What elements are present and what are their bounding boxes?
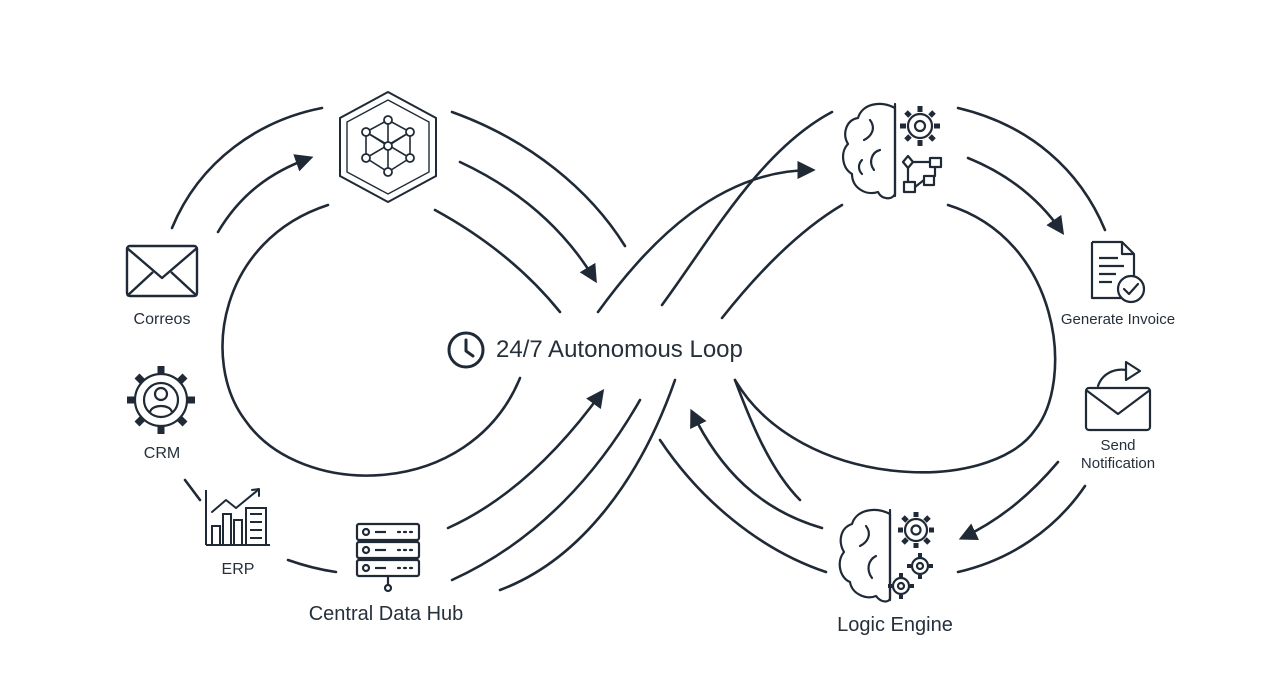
right-inner-loop bbox=[733, 203, 1057, 474]
strand-ai-to-center-c bbox=[433, 208, 562, 314]
strand-center-to-brain-b bbox=[660, 110, 834, 307]
send-notification-label-line2: Notification bbox=[1080, 455, 1156, 472]
neural-network-icon bbox=[339, 90, 437, 204]
send-notification-label: Send Notification bbox=[1058, 437, 1178, 473]
strand-hub-to-center-c bbox=[498, 378, 677, 592]
invoice-check-icon bbox=[1090, 240, 1146, 304]
send-mail-icon bbox=[1084, 360, 1152, 432]
right-outer-arc-top bbox=[956, 106, 1107, 232]
central-data-hub-label: Central Data Hub bbox=[308, 603, 464, 625]
center-title-text: 24/7 Autonomous Loop bbox=[496, 336, 743, 363]
building-chart-icon bbox=[205, 488, 270, 546]
right-outer-arc-bottom-arrow bbox=[958, 460, 1060, 540]
strand-logic-to-center-b bbox=[658, 438, 828, 574]
right-outer-arc-top-arrow bbox=[966, 156, 1065, 235]
strand-ai-to-center-a bbox=[450, 110, 627, 248]
left-outer-arc-top bbox=[170, 106, 324, 230]
right-outer-arc-bottom bbox=[956, 484, 1087, 574]
strand-ai-to-center-b bbox=[458, 160, 597, 284]
send-notification-label-line1: Send bbox=[1100, 437, 1136, 454]
crm-erp-connector bbox=[183, 478, 202, 502]
left-inner-loop bbox=[221, 203, 522, 477]
erp-hub-connector bbox=[286, 558, 338, 574]
strand-logic-to-center-a bbox=[690, 408, 824, 530]
strand-hub-to-center-b bbox=[450, 398, 642, 582]
server-icon bbox=[355, 522, 421, 593]
gear-user-icon bbox=[127, 366, 195, 434]
brain-gears-icon bbox=[838, 508, 934, 603]
strand-center-to-brain-a bbox=[596, 160, 816, 314]
strand-logic-to-center-c bbox=[733, 378, 802, 502]
envelope-icon bbox=[125, 244, 199, 298]
clock-icon bbox=[447, 331, 485, 369]
brain-flowchart-icon bbox=[842, 102, 943, 200]
left-outer-arc-top-arrow bbox=[216, 154, 314, 234]
strand-center-to-brain-c bbox=[720, 203, 844, 320]
crm-label: CRM bbox=[143, 445, 181, 462]
erp-label: ERP bbox=[221, 561, 255, 578]
logic-engine-label: Logic Engine bbox=[837, 614, 953, 636]
strand-hub-to-center-a bbox=[446, 389, 605, 530]
generate-invoice-label: Generate Invoice bbox=[1060, 311, 1176, 328]
correos-label: Correos bbox=[133, 311, 191, 328]
center-title: 24/7 Autonomous Loop bbox=[446, 330, 743, 370]
